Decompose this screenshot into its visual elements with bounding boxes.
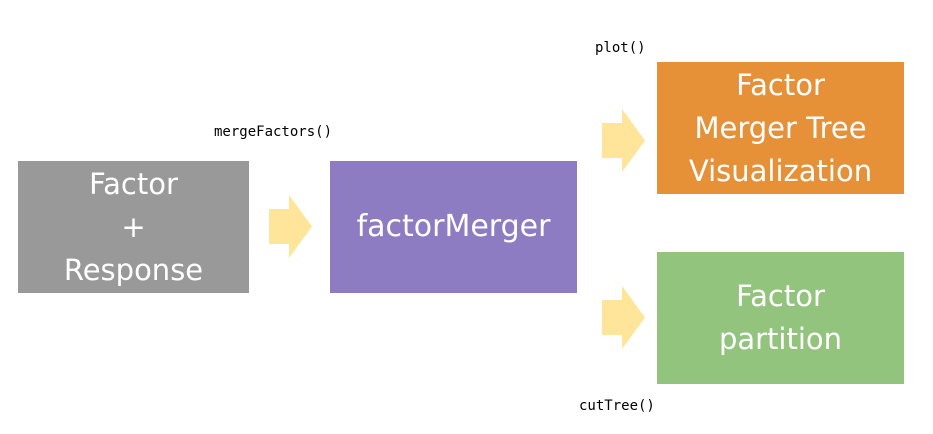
partition-line-1: Factor xyxy=(736,279,825,313)
cut-tree-label: cutTree() xyxy=(579,398,655,414)
input-line-1: Factor xyxy=(89,166,178,201)
visualization-line-1: Factor xyxy=(736,67,825,102)
partition-line-2: partition xyxy=(718,322,843,356)
partition-box: Factor partition xyxy=(657,252,904,384)
input-box: Factor + Response xyxy=(18,161,249,293)
factor-merger-box: factorMerger xyxy=(330,161,577,293)
arrow-right-icon xyxy=(269,195,312,258)
merge-factors-label: mergeFactors() xyxy=(214,124,333,140)
visualization-box: Factor Merger Tree Visualization xyxy=(657,62,904,194)
arrow-right-icon xyxy=(602,286,645,349)
arrow-right-icon xyxy=(602,109,645,172)
partition-box-text: Factor partition xyxy=(719,275,842,361)
input-line-2: + xyxy=(121,209,146,244)
visualization-box-text: Factor Merger Tree Visualization xyxy=(689,64,872,193)
input-box-text: Factor + Response xyxy=(64,163,203,292)
visualization-line-3: Visualization xyxy=(688,153,873,188)
visualization-line-2: Merger Tree xyxy=(694,110,867,145)
input-line-3: Response xyxy=(63,252,204,287)
factor-merger-label: factorMerger xyxy=(356,209,551,244)
plot-label: plot() xyxy=(595,40,646,56)
